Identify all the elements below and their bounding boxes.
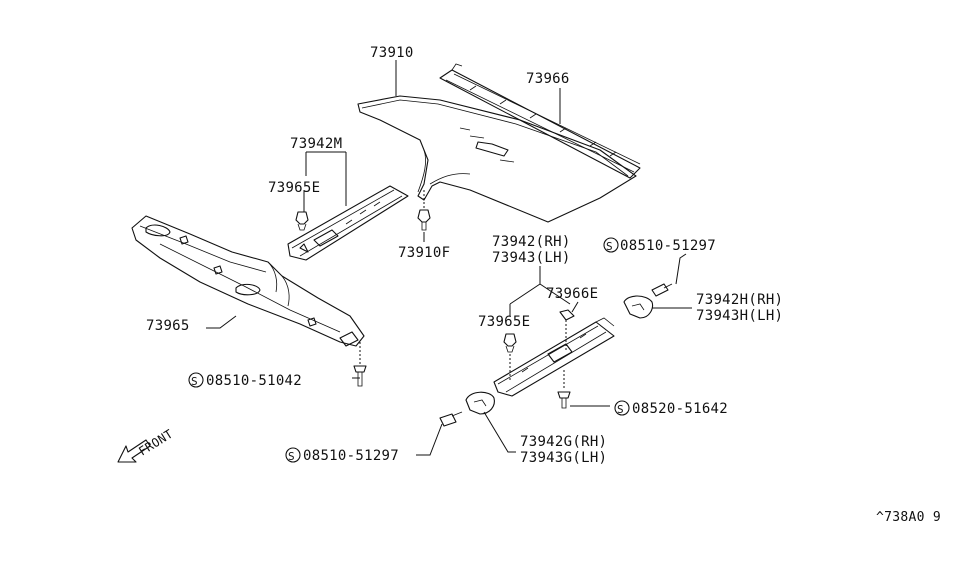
screw-symbol-top-text: S <box>606 240 613 253</box>
part-73965-drawing <box>131 215 365 347</box>
label-73942-rh: 73942(RH) <box>492 234 571 250</box>
leader-lines <box>206 60 692 456</box>
bracket-73942g-drawing <box>465 391 495 415</box>
part-73942m-drawing <box>287 185 409 261</box>
screw-symbol-left: S <box>188 372 204 388</box>
label-73966e: 73966E <box>546 286 598 302</box>
clip-73966e-drawing <box>559 309 575 350</box>
screw-symbol-top: S <box>603 237 619 253</box>
screw-08510-51297-bottom-drawing <box>439 411 463 427</box>
screw-symbol-bottom: S <box>285 447 301 463</box>
label-73965: 73965 <box>146 318 190 334</box>
front-arrow <box>117 439 151 463</box>
clip-73910f-drawing <box>417 190 431 231</box>
screw-symbol-right-text: S <box>617 403 624 416</box>
screw-08510-51042-drawing <box>353 342 367 387</box>
label-08510-51297-bottom: 08510-51297 <box>303 448 399 464</box>
reference-code: ^738A0 9 <box>876 510 941 525</box>
screw-08510-51297-top-drawing <box>651 283 673 297</box>
label-08520-51642: 08520-51642 <box>632 401 728 417</box>
part-73966-drawing <box>439 63 641 179</box>
label-73965e-left: 73965E <box>268 180 320 196</box>
label-73943g-lh: 73943G(LH) <box>520 450 607 466</box>
clip-73965e-right-drawing <box>503 333 517 380</box>
screw-symbol-right: S <box>614 400 630 416</box>
clip-73965e-left-drawing <box>295 211 309 231</box>
label-73966: 73966 <box>526 71 570 87</box>
part-73942-rh-drawing <box>493 317 615 397</box>
label-73965e-right: 73965E <box>478 314 530 330</box>
label-73910: 73910 <box>370 45 414 61</box>
front-label: FRONT <box>136 427 175 459</box>
label-73942h-rh: 73942H(RH) <box>696 292 783 308</box>
bracket-73942h-drawing <box>623 295 654 319</box>
screw-symbol-left-text: S <box>191 375 198 388</box>
label-08510-51042: 08510-51042 <box>206 373 302 389</box>
screw-08520-51642-drawing <box>557 370 571 409</box>
label-73943-lh: 73943(LH) <box>492 250 571 266</box>
screw-symbol-bottom-text: S <box>288 450 295 463</box>
label-73943h-lh: 73943H(LH) <box>696 308 783 324</box>
label-08510-51297-top: 08510-51297 <box>620 238 716 254</box>
label-73942m: 73942M <box>290 136 342 152</box>
label-73910f: 73910F <box>398 245 450 261</box>
label-73942g-rh: 73942G(RH) <box>520 434 607 450</box>
